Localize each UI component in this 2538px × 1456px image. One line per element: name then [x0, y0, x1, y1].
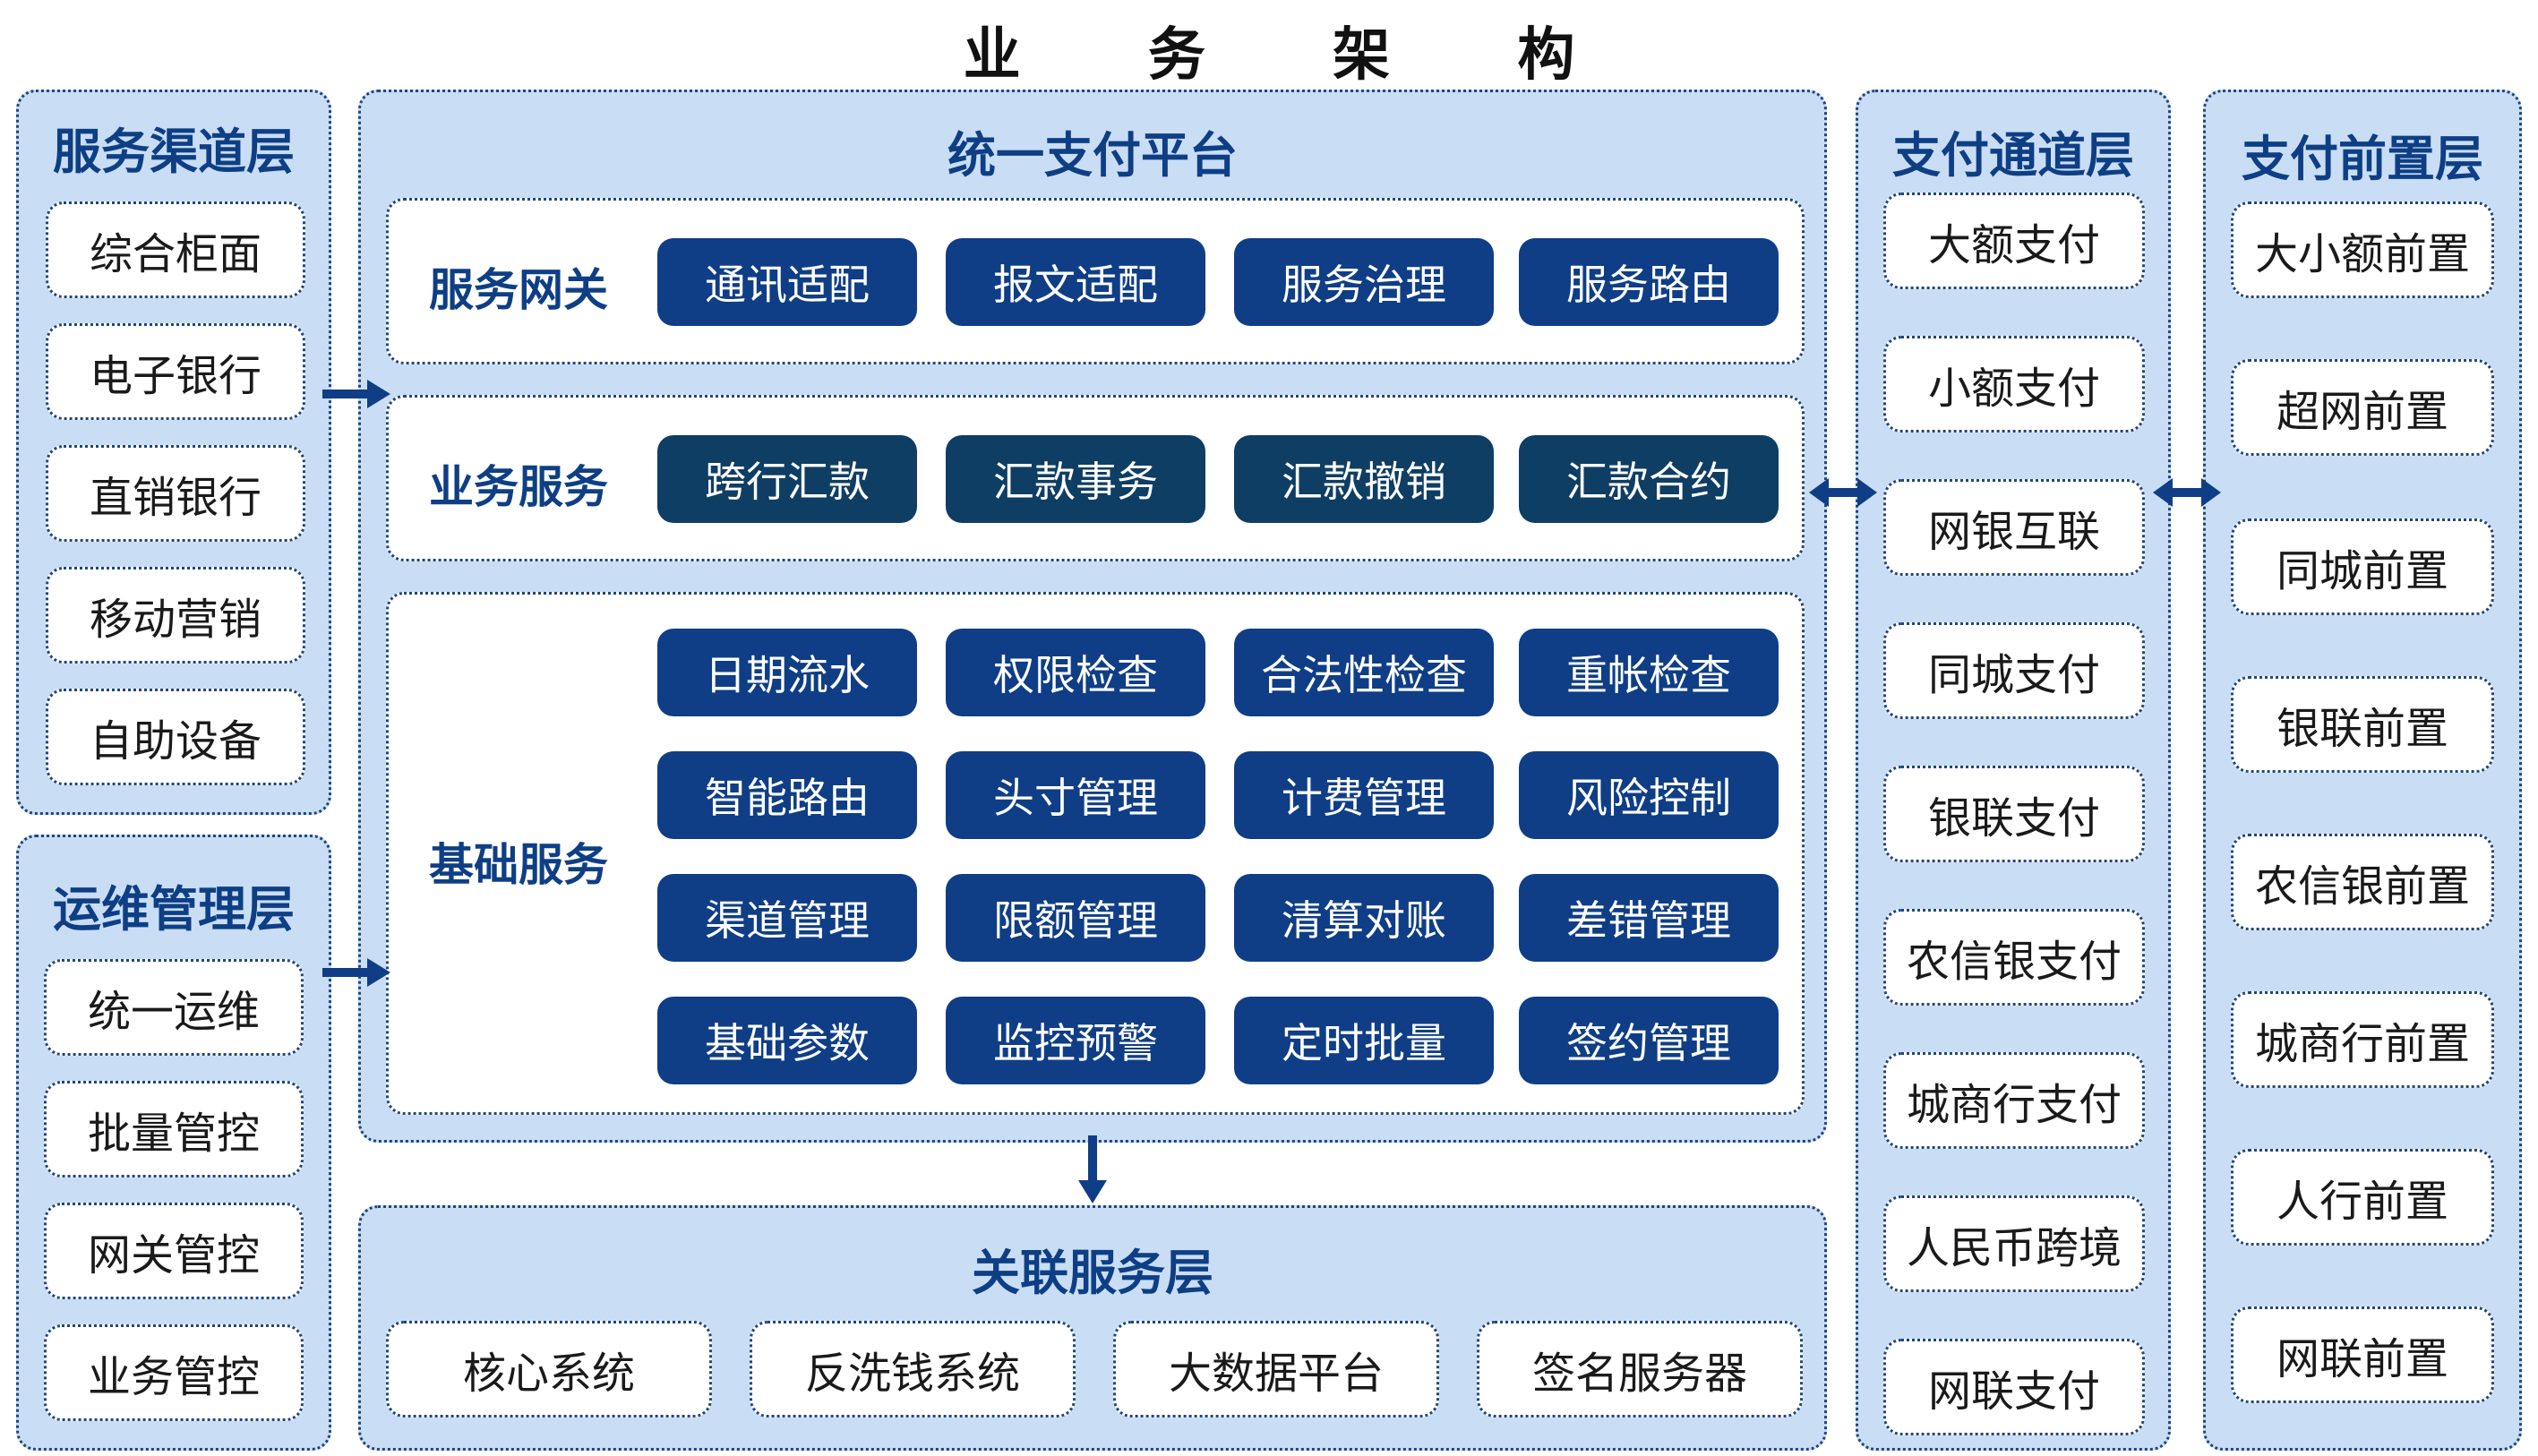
service-gateway-label: 服务网关: [429, 264, 608, 316]
basic-service-section: 基础服务 日期流水 权限检查 合法性检查 重帐检查 智能路由 头寸管理 计费管理…: [386, 592, 1805, 1115]
business-interbank-remit[interactable]: 跨行汇款: [657, 435, 917, 523]
channel-pay-item[interactable]: 人民币跨境: [1883, 1195, 2145, 1292]
gateway-message-adapter[interactable]: 报文适配: [946, 238, 1205, 326]
basic-item[interactable]: 监控预警: [946, 997, 1205, 1084]
business-service-label: 业务服务: [429, 461, 608, 513]
channel-pay-item[interactable]: 农信银支付: [1883, 909, 2145, 1006]
service-channel-panel: 服务渠道层 综合柜面 电子银行 直销银行 移动营销 自助设备: [16, 90, 331, 815]
arrow-platform-to-related: [1078, 1135, 1107, 1203]
front-item[interactable]: 网联前置: [2231, 1306, 2494, 1403]
channel-item-ebank[interactable]: 电子银行: [46, 323, 305, 420]
related-item-core[interactable]: 核心系统: [386, 1321, 712, 1417]
ops-item-business[interactable]: 业务管控: [44, 1324, 304, 1421]
business-service-section: 业务服务 跨行汇款 汇款事务 汇款撤销 汇款合约: [386, 395, 1805, 561]
platform-title: 统一支付平台: [947, 127, 1238, 184]
basic-item[interactable]: 限额管理: [946, 874, 1205, 962]
basic-item[interactable]: 渠道管理: [657, 874, 917, 962]
business-remit-transaction[interactable]: 汇款事务: [946, 435, 1205, 523]
service-channel-title: 服务渠道层: [53, 124, 295, 180]
channel-pay-item[interactable]: 大额支付: [1883, 193, 2145, 289]
page-title: 业 务 架 构: [963, 22, 1629, 89]
related-item-bigdata[interactable]: 大数据平台: [1113, 1321, 1439, 1417]
related-service-title: 关联服务层: [972, 1245, 1213, 1301]
ops-management-panel: 运维管理层 统一运维 批量管控 网关管控 业务管控: [16, 835, 331, 1451]
front-item[interactable]: 人行前置: [2231, 1149, 2494, 1246]
basic-item[interactable]: 智能路由: [657, 751, 917, 839]
channel-pay-item[interactable]: 小额支付: [1883, 336, 2145, 433]
payment-channel-title: 支付通道层: [1892, 127, 2134, 184]
ops-item-batch[interactable]: 批量管控: [44, 1081, 304, 1178]
payment-front-panel: 支付前置层 大小额前置 超网前置 同城前置 银联前置 农信银前置 城商行前置 人…: [2203, 90, 2522, 1451]
arrow-channel-to-platform: [322, 380, 390, 408]
business-remit-contract[interactable]: 汇款合约: [1519, 435, 1779, 523]
arrow-channel-front-bidirectional: [2153, 478, 2221, 507]
front-item[interactable]: 农信银前置: [2231, 834, 2494, 930]
basic-item[interactable]: 定时批量: [1234, 997, 1494, 1084]
basic-item[interactable]: 合法性检查: [1234, 629, 1494, 716]
ops-management-title: 运维管理层: [53, 881, 295, 938]
channel-item-counter[interactable]: 综合柜面: [46, 201, 305, 298]
gateway-service-routing[interactable]: 服务路由: [1519, 238, 1779, 326]
basic-item[interactable]: 头寸管理: [946, 751, 1205, 839]
channel-item-self-service[interactable]: 自助设备: [46, 689, 305, 785]
ops-item-unified[interactable]: 统一运维: [44, 959, 304, 1056]
related-service-panel: 关联服务层 核心系统 反洗钱系统 大数据平台 签名服务器: [358, 1205, 1827, 1451]
business-remit-cancel[interactable]: 汇款撤销: [1234, 435, 1494, 523]
basic-service-label: 基础服务: [429, 839, 608, 891]
basic-item[interactable]: 日期流水: [657, 629, 917, 716]
channel-pay-item[interactable]: 网联支付: [1883, 1339, 2145, 1435]
arrow-ops-to-platform: [322, 958, 390, 987]
payment-front-title: 支付前置层: [2242, 131, 2483, 187]
gateway-service-governance[interactable]: 服务治理: [1234, 238, 1494, 326]
related-item-aml[interactable]: 反洗钱系统: [750, 1321, 1076, 1417]
basic-item[interactable]: 风险控制: [1519, 751, 1779, 839]
front-item[interactable]: 超网前置: [2231, 359, 2494, 456]
basic-item[interactable]: 清算对账: [1234, 874, 1494, 962]
unified-payment-platform-panel: 统一支付平台 服务网关 通讯适配 报文适配 服务治理 服务路由 业务服务 跨行汇…: [358, 90, 1827, 1143]
gateway-comm-adapter[interactable]: 通讯适配: [657, 238, 917, 326]
basic-item[interactable]: 权限检查: [946, 629, 1205, 716]
channel-item-mobile[interactable]: 移动营销: [46, 567, 305, 664]
channel-pay-item[interactable]: 网银互联: [1883, 479, 2145, 576]
service-gateway-section: 服务网关 通讯适配 报文适配 服务治理 服务路由: [386, 198, 1805, 364]
front-item[interactable]: 大小额前置: [2231, 201, 2494, 298]
channel-item-direct-bank[interactable]: 直销银行: [46, 445, 305, 542]
related-item-signature[interactable]: 签名服务器: [1477, 1321, 1803, 1417]
front-item[interactable]: 银联前置: [2231, 676, 2494, 773]
arrow-platform-channel-bidirectional: [1809, 478, 1877, 507]
channel-pay-item[interactable]: 城商行支付: [1883, 1052, 2145, 1149]
payment-channel-panel: 支付通道层 大额支付 小额支付 网银互联 同城支付 银联支付 农信银支付 城商行…: [1856, 90, 2171, 1451]
basic-item[interactable]: 签约管理: [1519, 997, 1779, 1084]
channel-pay-item[interactable]: 同城支付: [1883, 622, 2145, 719]
basic-item[interactable]: 计费管理: [1234, 751, 1494, 839]
front-item[interactable]: 同城前置: [2231, 518, 2494, 615]
channel-pay-item[interactable]: 银联支付: [1883, 766, 2145, 862]
basic-item[interactable]: 基础参数: [657, 997, 917, 1084]
basic-item[interactable]: 差错管理: [1519, 874, 1779, 962]
front-item[interactable]: 城商行前置: [2231, 991, 2494, 1088]
ops-item-gateway[interactable]: 网关管控: [44, 1203, 304, 1299]
basic-item[interactable]: 重帐检查: [1519, 629, 1779, 716]
